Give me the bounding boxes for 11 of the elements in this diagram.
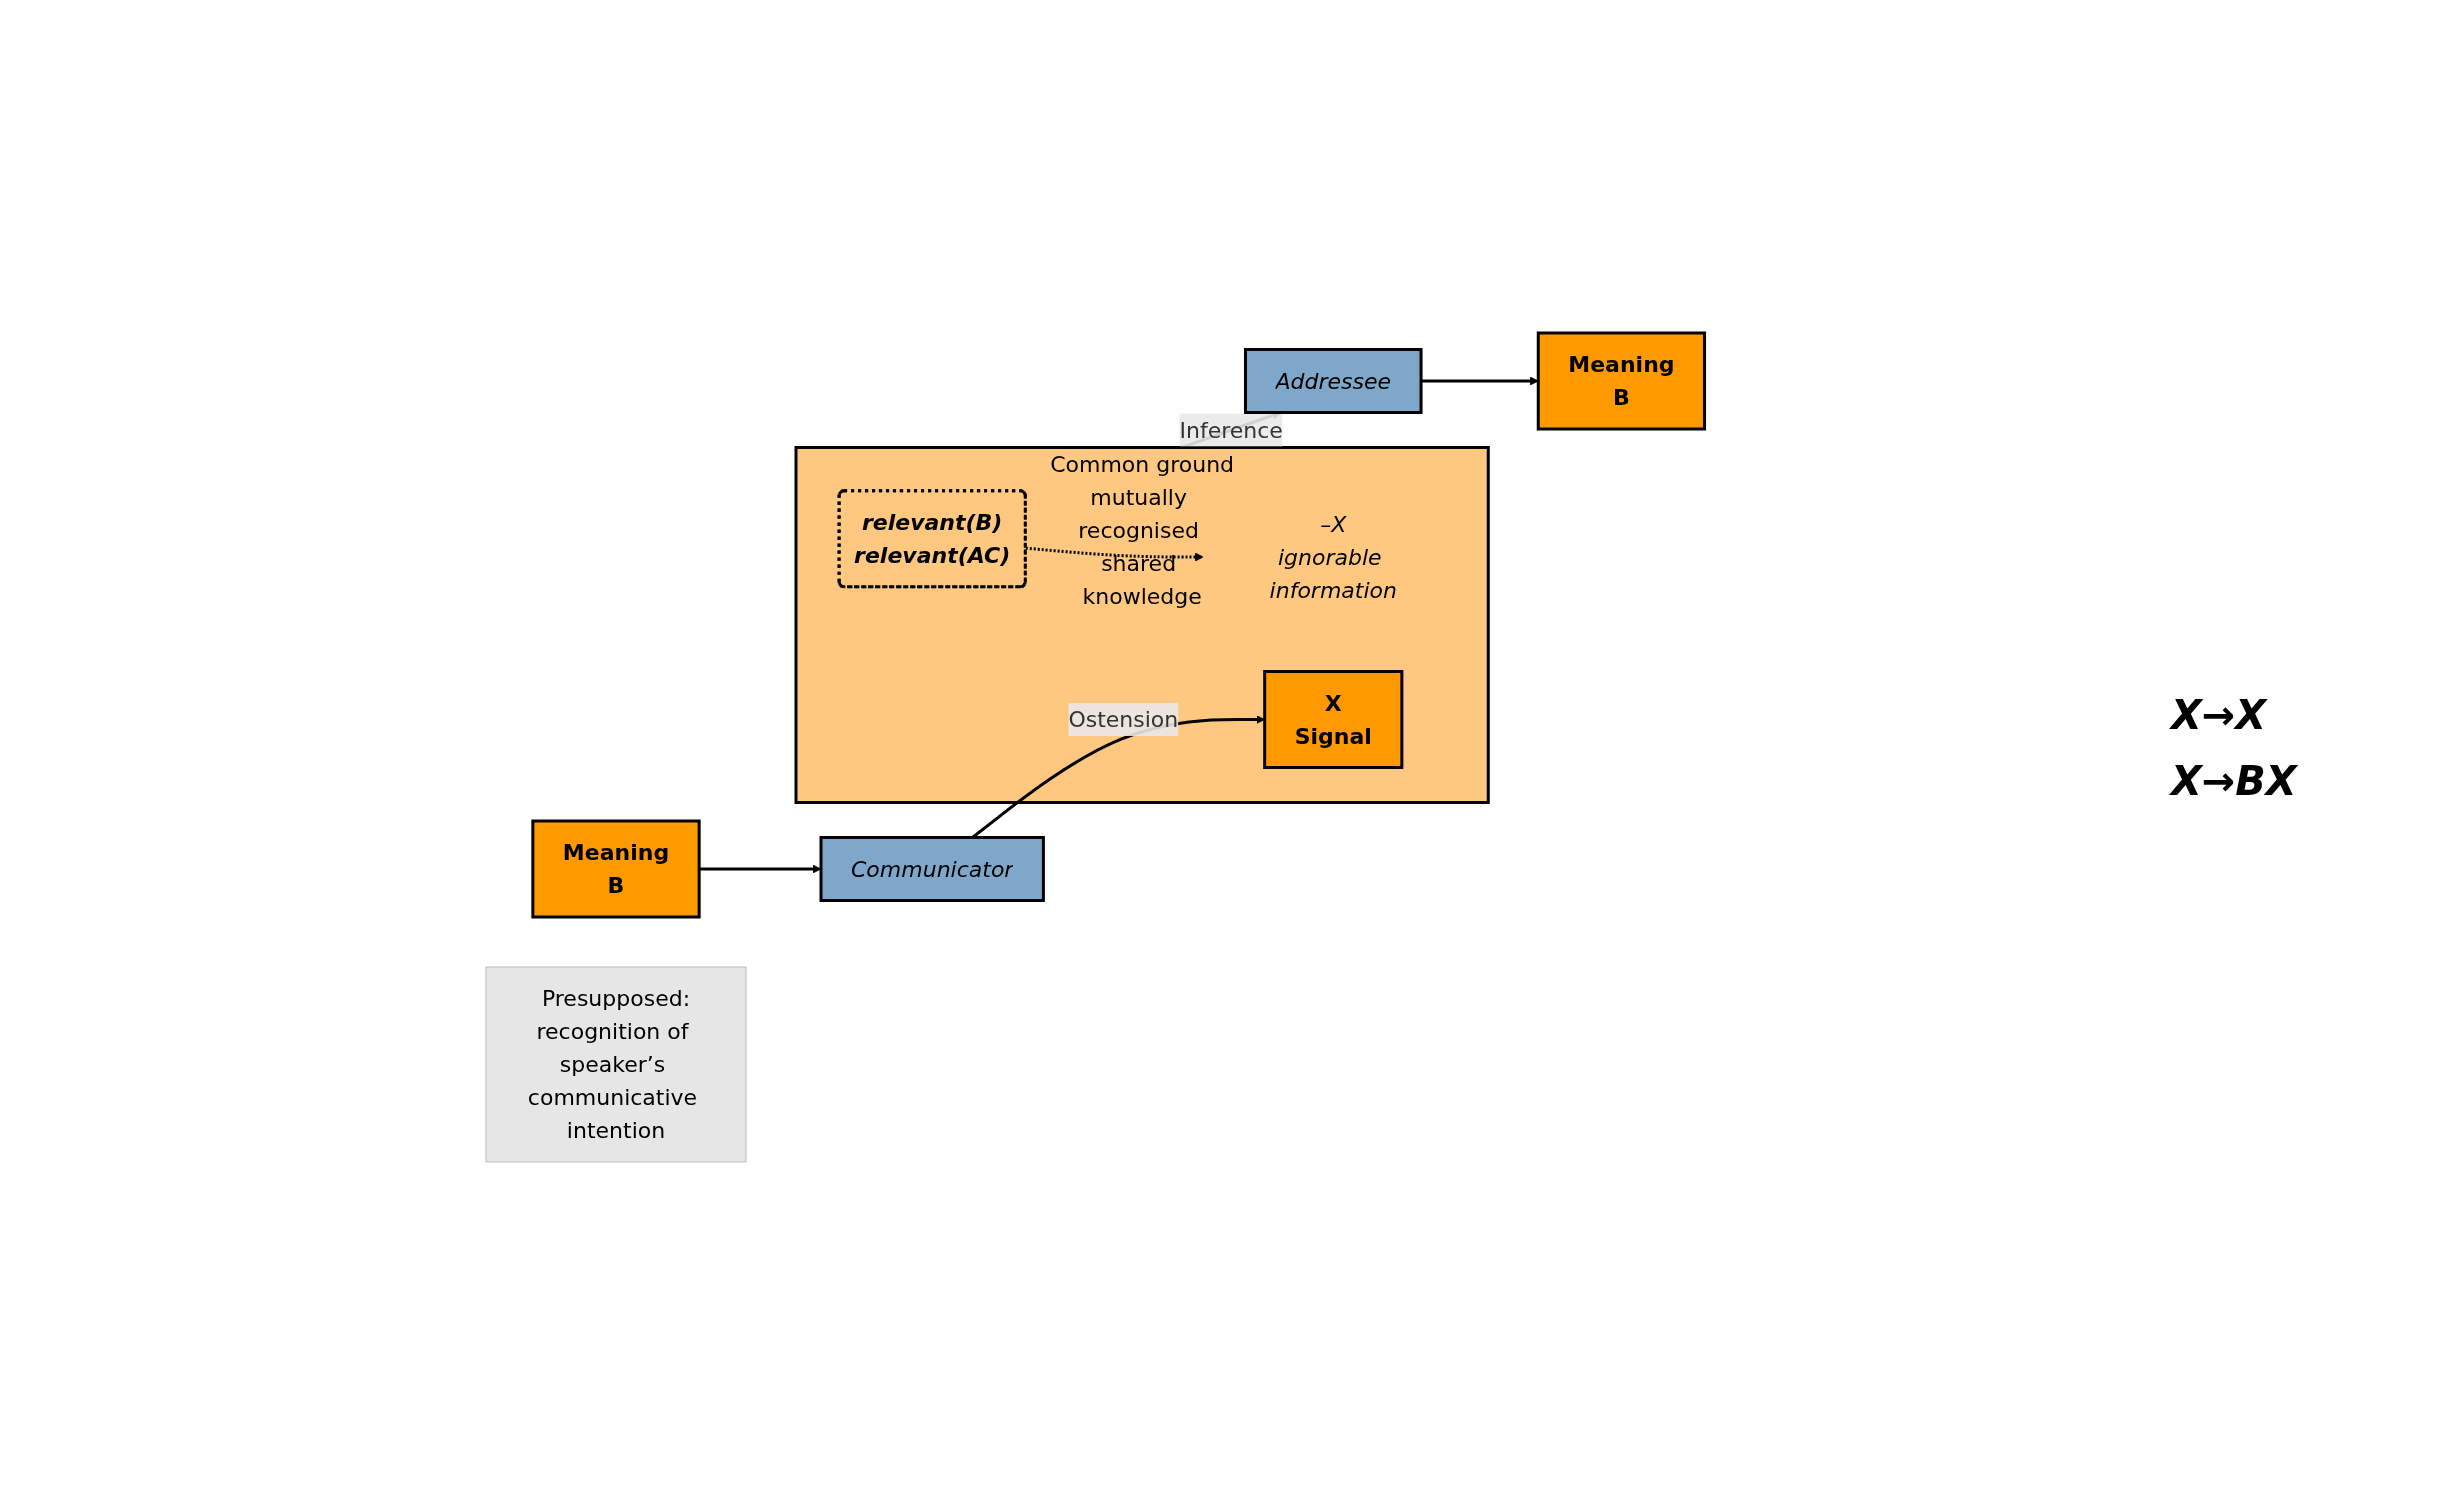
arrow — [699, 864, 822, 874]
node-box: X Signal — [1263, 670, 1404, 769]
node-box: Presupposed: recognition of speaker’s communicative intention — [485, 966, 747, 1163]
arrow — [1421, 376, 1539, 386]
formula-text: X→BX — [2171, 757, 2299, 804]
edge-label: Ostension — [1068, 707, 1179, 732]
edge-label: Inference — [1179, 417, 1284, 443]
node-box: Meaning B — [531, 819, 701, 919]
formula-text: X→X — [2171, 691, 2269, 738]
node-text: –X ignorable information — [1269, 511, 1398, 603]
node-box: Meaning B — [1537, 331, 1707, 431]
